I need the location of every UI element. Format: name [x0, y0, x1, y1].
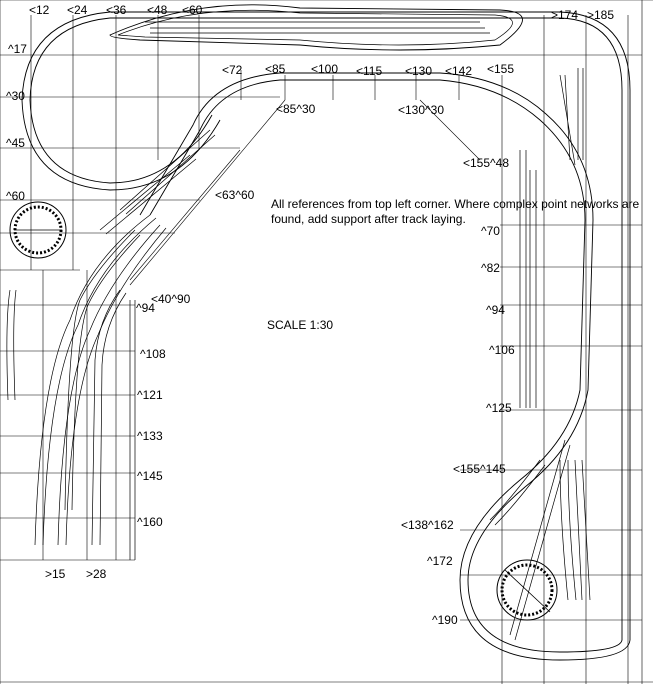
label-x155: <155: [487, 62, 515, 76]
label-x24: <24: [67, 3, 88, 17]
main-line-track: [21, 11, 631, 661]
label-y133: ^133: [137, 429, 163, 443]
label-y160: ^160: [137, 515, 163, 529]
label-y145: ^145: [137, 469, 163, 483]
right-turntable: [496, 559, 558, 621]
label-y125: ^125: [486, 401, 512, 415]
label-y30: ^30: [6, 89, 25, 103]
label-c130-30: <130^30: [398, 103, 445, 117]
label-y45: ^45: [6, 136, 25, 150]
label-y60: ^60: [6, 189, 25, 203]
reference-note: All references from top left corner. Whe…: [271, 197, 640, 226]
label-y17: ^17: [8, 42, 27, 56]
label-c155-145: <155^145: [453, 462, 506, 476]
label-x185: >185: [587, 8, 615, 22]
top-return-loop: [109, 4, 523, 51]
label-x60: <60: [182, 3, 203, 17]
label-y190: ^190: [432, 613, 458, 627]
right-side-sidings: [489, 68, 591, 641]
label-y94-left: ^94: [136, 301, 155, 315]
label-y82: ^82: [481, 261, 500, 275]
label-y106: ^106: [489, 343, 515, 357]
label-y94-right: ^94: [486, 303, 505, 317]
label-x174: >174: [551, 8, 579, 22]
scale-note: SCALE 1:30: [267, 318, 334, 332]
label-y108: ^108: [140, 347, 166, 361]
label-c40-90: <40^90: [151, 292, 191, 306]
left-turntable: [9, 201, 67, 259]
label-x115: <115: [356, 64, 383, 78]
label-y70: ^70: [481, 224, 500, 238]
label-y172: ^172: [427, 554, 453, 568]
label-x130: <130: [405, 64, 433, 78]
label-y121: ^121: [137, 388, 163, 402]
label-c155-48: <155^48: [463, 156, 510, 170]
label-x36: <36: [106, 3, 127, 17]
label-x28: >28: [86, 567, 107, 581]
label-c138-162: <138^162: [401, 518, 454, 532]
label-x48: <48: [147, 3, 168, 17]
label-c85-30: <85^30: [276, 102, 316, 116]
label-x142: <142: [445, 64, 473, 78]
label-x12: <12: [29, 3, 50, 17]
label-x100: <100: [311, 62, 339, 76]
label-x72: <72: [222, 63, 243, 77]
label-c63-60: <63^60: [215, 188, 255, 202]
label-x15: >15: [45, 567, 66, 581]
label-x85: <85: [265, 62, 286, 76]
lower-left-sidings: [6, 129, 216, 560]
